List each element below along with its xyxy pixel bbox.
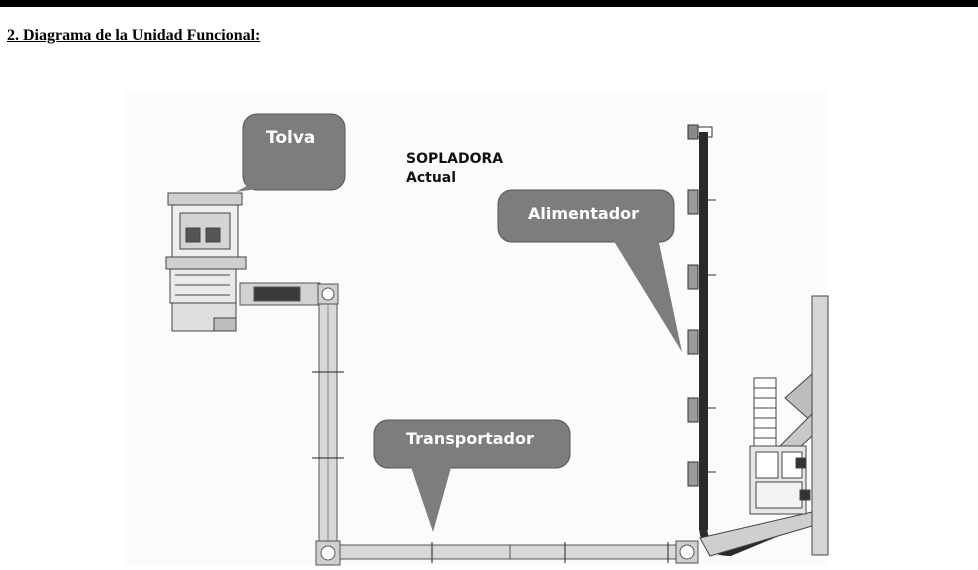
hopper-machine bbox=[165, 192, 247, 332]
callout-tolva-label: Tolva bbox=[266, 128, 315, 148]
feeder-column bbox=[687, 124, 814, 557]
top-border-bar bbox=[0, 0, 978, 7]
transport-conveyor bbox=[239, 282, 699, 566]
callout-tolva: Tolva bbox=[236, 113, 346, 192]
diagram-background bbox=[125, 92, 827, 565]
blow-molder bbox=[749, 295, 829, 556]
callout-transportador-label: Transportador bbox=[406, 429, 534, 448]
sopladora-label-line2: Actual bbox=[406, 170, 456, 186]
sopladora-label-line1: SOPLADORA bbox=[406, 151, 503, 167]
callout-alimentador-label: Alimentador bbox=[528, 204, 639, 223]
section-heading: 2. Diagrama de la Unidad Funcional: bbox=[7, 27, 261, 44]
callout-alimentador: Alimentador bbox=[497, 189, 682, 352]
callout-transportador: Transportador bbox=[373, 419, 571, 532]
